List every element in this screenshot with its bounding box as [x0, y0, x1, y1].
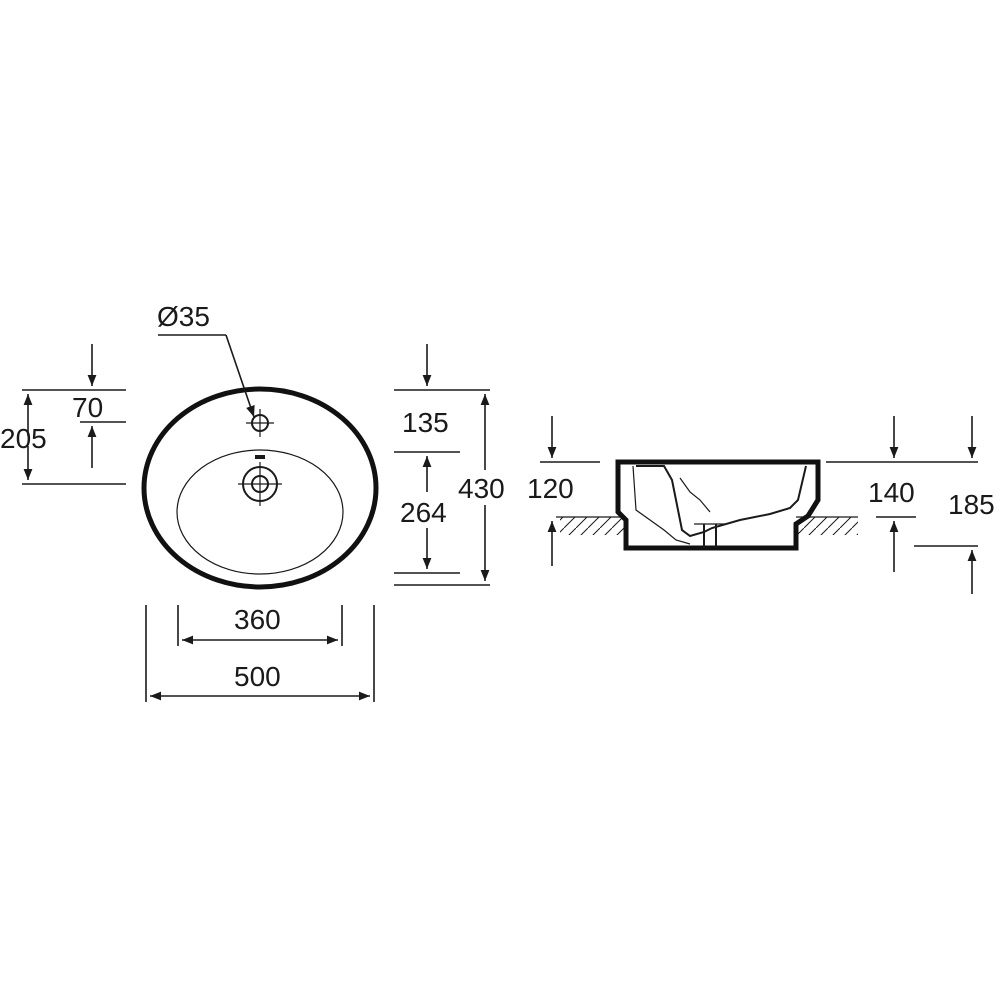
side-view: 120 140 185: [527, 416, 995, 594]
basin-inner-bowl: [176, 449, 344, 575]
dimension-135-label: 135: [402, 407, 449, 438]
dimension-430: 430: [394, 389, 505, 586]
dimension-120: 120: [527, 416, 600, 566]
dimension-205: 205: [0, 389, 126, 485]
side-drain: [694, 523, 726, 548]
top-view: Ø35 205 70 430 135: [0, 301, 505, 702]
countertop-right: [796, 517, 858, 535]
tap-hole: [246, 409, 274, 437]
tap-hole-diameter-label: Ø35: [157, 301, 210, 332]
dimension-185: 185: [914, 416, 995, 594]
dimension-360: 360: [177, 604, 343, 646]
dimension-185-label: 185: [948, 489, 995, 520]
basin-section-outline: [615, 459, 821, 551]
dimension-140-label: 140: [868, 477, 915, 508]
tap-hole-diameter-callout: Ø35: [157, 301, 255, 418]
dimension-264: 264: [394, 456, 460, 574]
dimension-500: 500: [145, 605, 375, 702]
dimension-264-label: 264: [400, 497, 447, 528]
dimension-135: 135: [394, 344, 460, 453]
dimension-430-label: 430: [458, 473, 505, 504]
dimension-120-label: 120: [527, 473, 574, 504]
dimension-70: 70: [72, 344, 126, 468]
dimension-140: 140: [826, 416, 978, 572]
countertop-left: [560, 517, 624, 535]
dimension-70-label: 70: [72, 392, 103, 423]
dimension-360-label: 360: [234, 604, 281, 635]
basin-outer-rim: [141, 386, 379, 590]
dimension-500-label: 500: [234, 661, 281, 692]
drain-outlet: [238, 455, 282, 506]
dimension-205-label: 205: [0, 423, 47, 454]
